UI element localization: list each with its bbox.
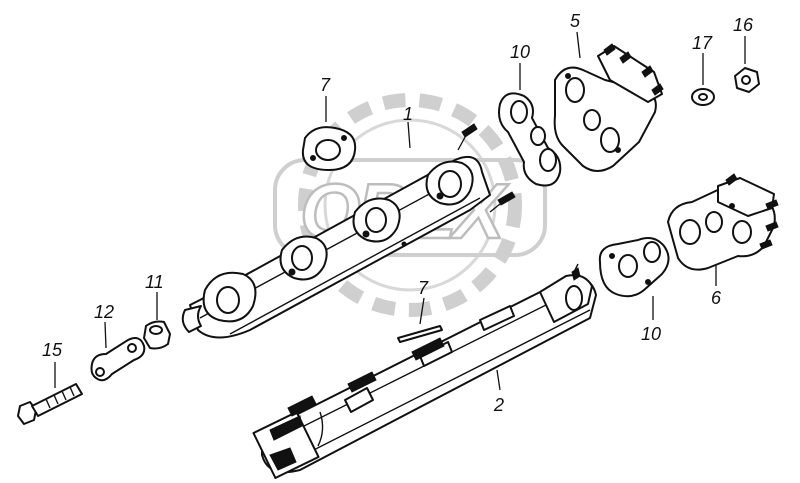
part-1-exhaust-manifold xyxy=(181,123,516,339)
callout-6: 6 xyxy=(711,288,722,308)
callout-7-upper: 7 xyxy=(320,75,331,95)
part-7-plate-lower xyxy=(397,325,443,343)
callout-1: 1 xyxy=(403,104,413,124)
part-2-lower-manifold xyxy=(252,263,597,479)
callout-5: 5 xyxy=(570,11,581,31)
part-6-collector-lower xyxy=(667,173,779,271)
part-10-gasket-upper xyxy=(498,92,562,187)
callout-17: 17 xyxy=(692,33,713,53)
part-11-spacer xyxy=(143,320,171,350)
part-16-nut xyxy=(734,67,760,93)
part-7-gasket-upper xyxy=(301,126,357,171)
callout-12: 12 xyxy=(94,302,114,322)
callout-10-lower: 10 xyxy=(641,324,661,344)
part-15-bolt xyxy=(17,383,83,425)
part-10-gasket-lower xyxy=(598,237,670,298)
part-12-link xyxy=(90,337,146,382)
callout-15: 15 xyxy=(42,340,63,360)
callout-labels: 1 2 5 6 7 7 10 10 11 12 15 16 17 xyxy=(42,11,754,415)
callout-2: 2 xyxy=(493,395,504,415)
part-5-collector-upper xyxy=(553,43,664,172)
leader-lines xyxy=(54,31,746,391)
callout-16: 16 xyxy=(733,15,754,35)
callout-10-upper: 10 xyxy=(510,42,530,62)
part-17-washer xyxy=(691,88,715,106)
callout-11: 11 xyxy=(145,272,164,292)
callout-7-lower: 7 xyxy=(418,278,429,298)
